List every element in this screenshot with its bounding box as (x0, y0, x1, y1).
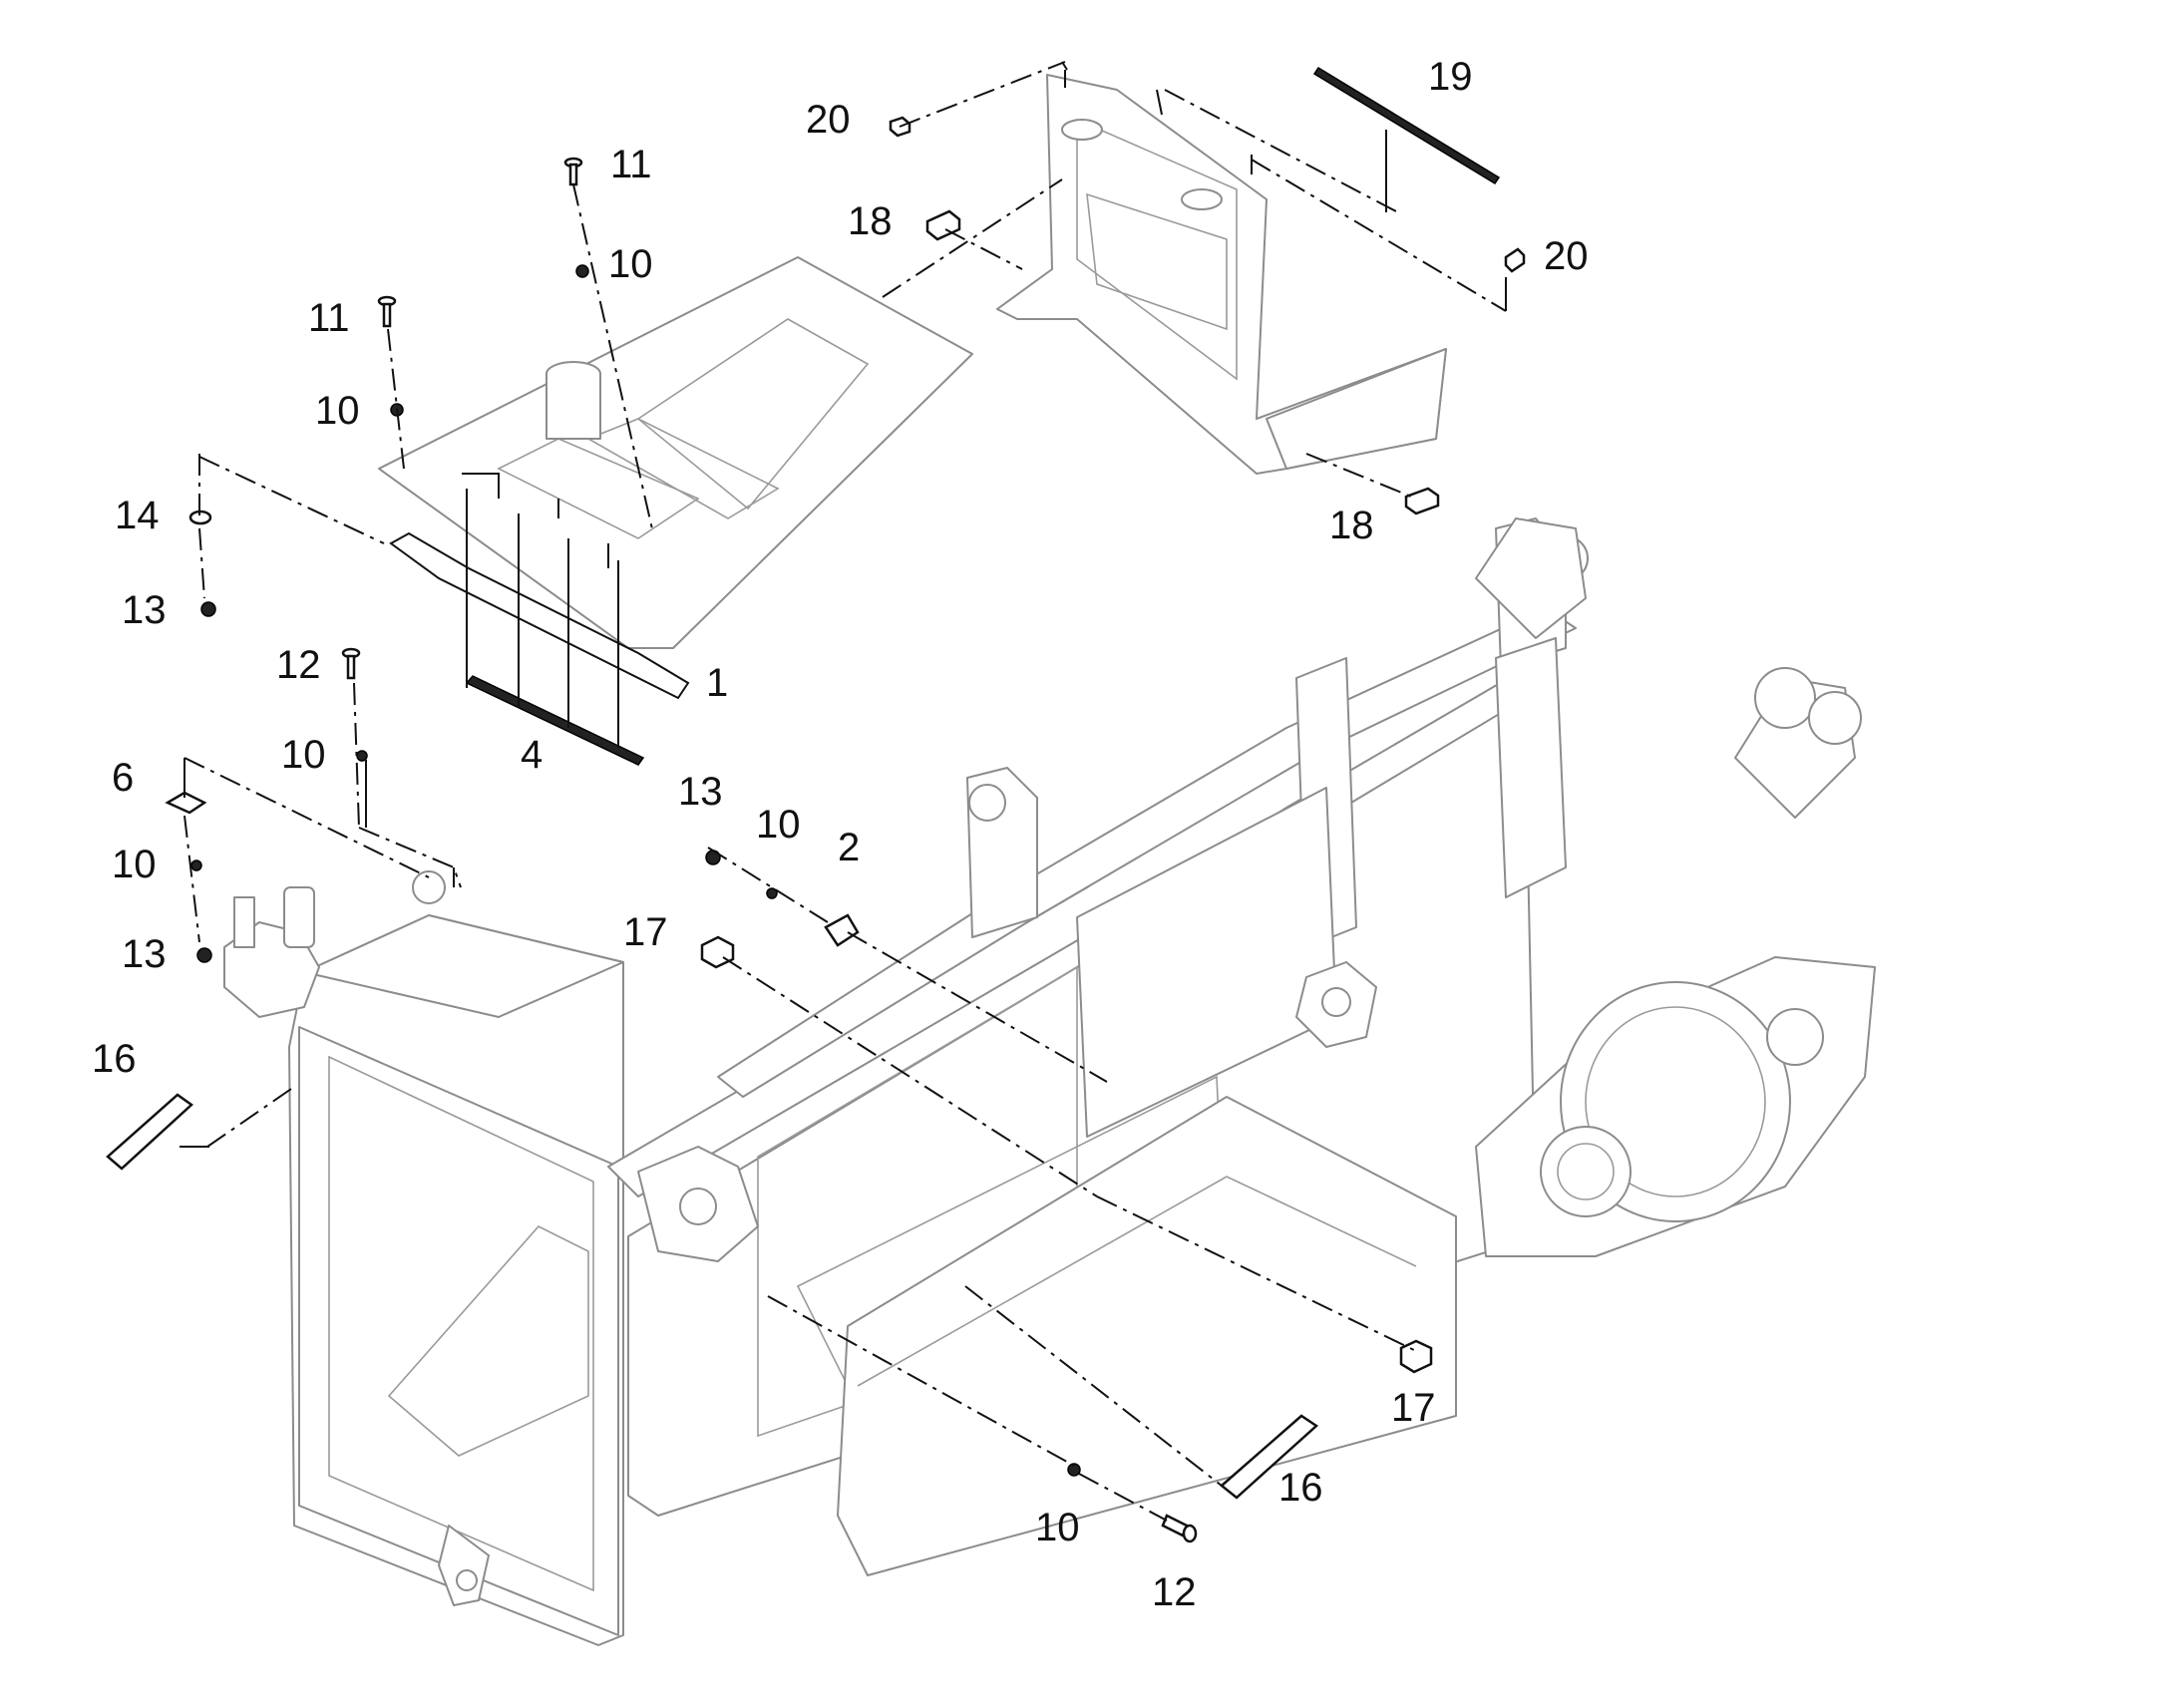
callout-20-a: 20 (806, 98, 851, 142)
callout-17-b: 17 (1391, 1386, 1436, 1430)
callout-14: 14 (115, 494, 160, 537)
block-17-left (700, 935, 735, 969)
callout-13-c: 13 (678, 770, 723, 814)
bolt-12-left (341, 647, 361, 680)
block-17-right (1399, 1339, 1433, 1374)
part-1-gasket (389, 531, 690, 700)
callout-10-c: 10 (281, 733, 326, 777)
callout-11-b: 11 (308, 296, 350, 340)
callout-16-b: 16 (1278, 1466, 1323, 1510)
callout-10-f: 10 (1035, 1506, 1080, 1549)
bracket-2 (824, 913, 860, 947)
bar-16-right (1220, 1414, 1319, 1500)
bolt-11-upper (563, 157, 583, 186)
callout-2: 2 (838, 826, 860, 869)
callout-20-b: 20 (1544, 234, 1589, 278)
main-chassis-frame (223, 517, 1876, 1646)
callout-12-b: 12 (1152, 1570, 1197, 1614)
callout-11-a: 11 (610, 143, 652, 186)
rear-panel-assembly (996, 74, 1447, 475)
part-4-strip (465, 675, 645, 766)
washer-10-f (1067, 1463, 1081, 1477)
top-cover-plate (378, 256, 973, 649)
clip-20-right (1504, 247, 1526, 273)
reference-brackets (180, 61, 1507, 1148)
callout-4: 4 (521, 733, 543, 777)
callout-18-a: 18 (848, 199, 893, 243)
washer-10-d (190, 859, 202, 871)
callout-17-a: 17 (623, 910, 668, 954)
callout-10-b: 10 (315, 389, 360, 433)
bar-16-left (106, 1093, 193, 1171)
callout-10-e: 10 (756, 803, 801, 847)
bracket-tab (233, 896, 255, 948)
callout-1: 1 (706, 661, 728, 705)
callout-12-a: 12 (276, 643, 321, 687)
nut-13-a (200, 601, 216, 617)
washer-10-e (766, 887, 778, 899)
callout-labels: 1 2 4 6 10 10 10 10 10 10 11 11 12 12 13… (92, 55, 1589, 1614)
callout-19: 19 (1428, 55, 1473, 99)
bracket-6 (165, 791, 207, 815)
bolt-12-bottom (1161, 1514, 1198, 1543)
part-19-bar (1312, 66, 1501, 185)
washer-10-c (356, 750, 368, 762)
bolt-11-lower (377, 295, 397, 328)
callout-13-b: 13 (122, 932, 167, 976)
washer-10-a (575, 264, 589, 278)
callout-16-a: 16 (92, 1037, 137, 1081)
callout-6: 6 (112, 756, 134, 800)
callout-10-a: 10 (608, 242, 653, 286)
callout-18-b: 18 (1329, 504, 1374, 547)
nut-13-b (196, 947, 212, 963)
block-18-lower (1404, 487, 1440, 515)
callout-13-a: 13 (122, 588, 167, 632)
callout-10-d: 10 (112, 843, 157, 886)
